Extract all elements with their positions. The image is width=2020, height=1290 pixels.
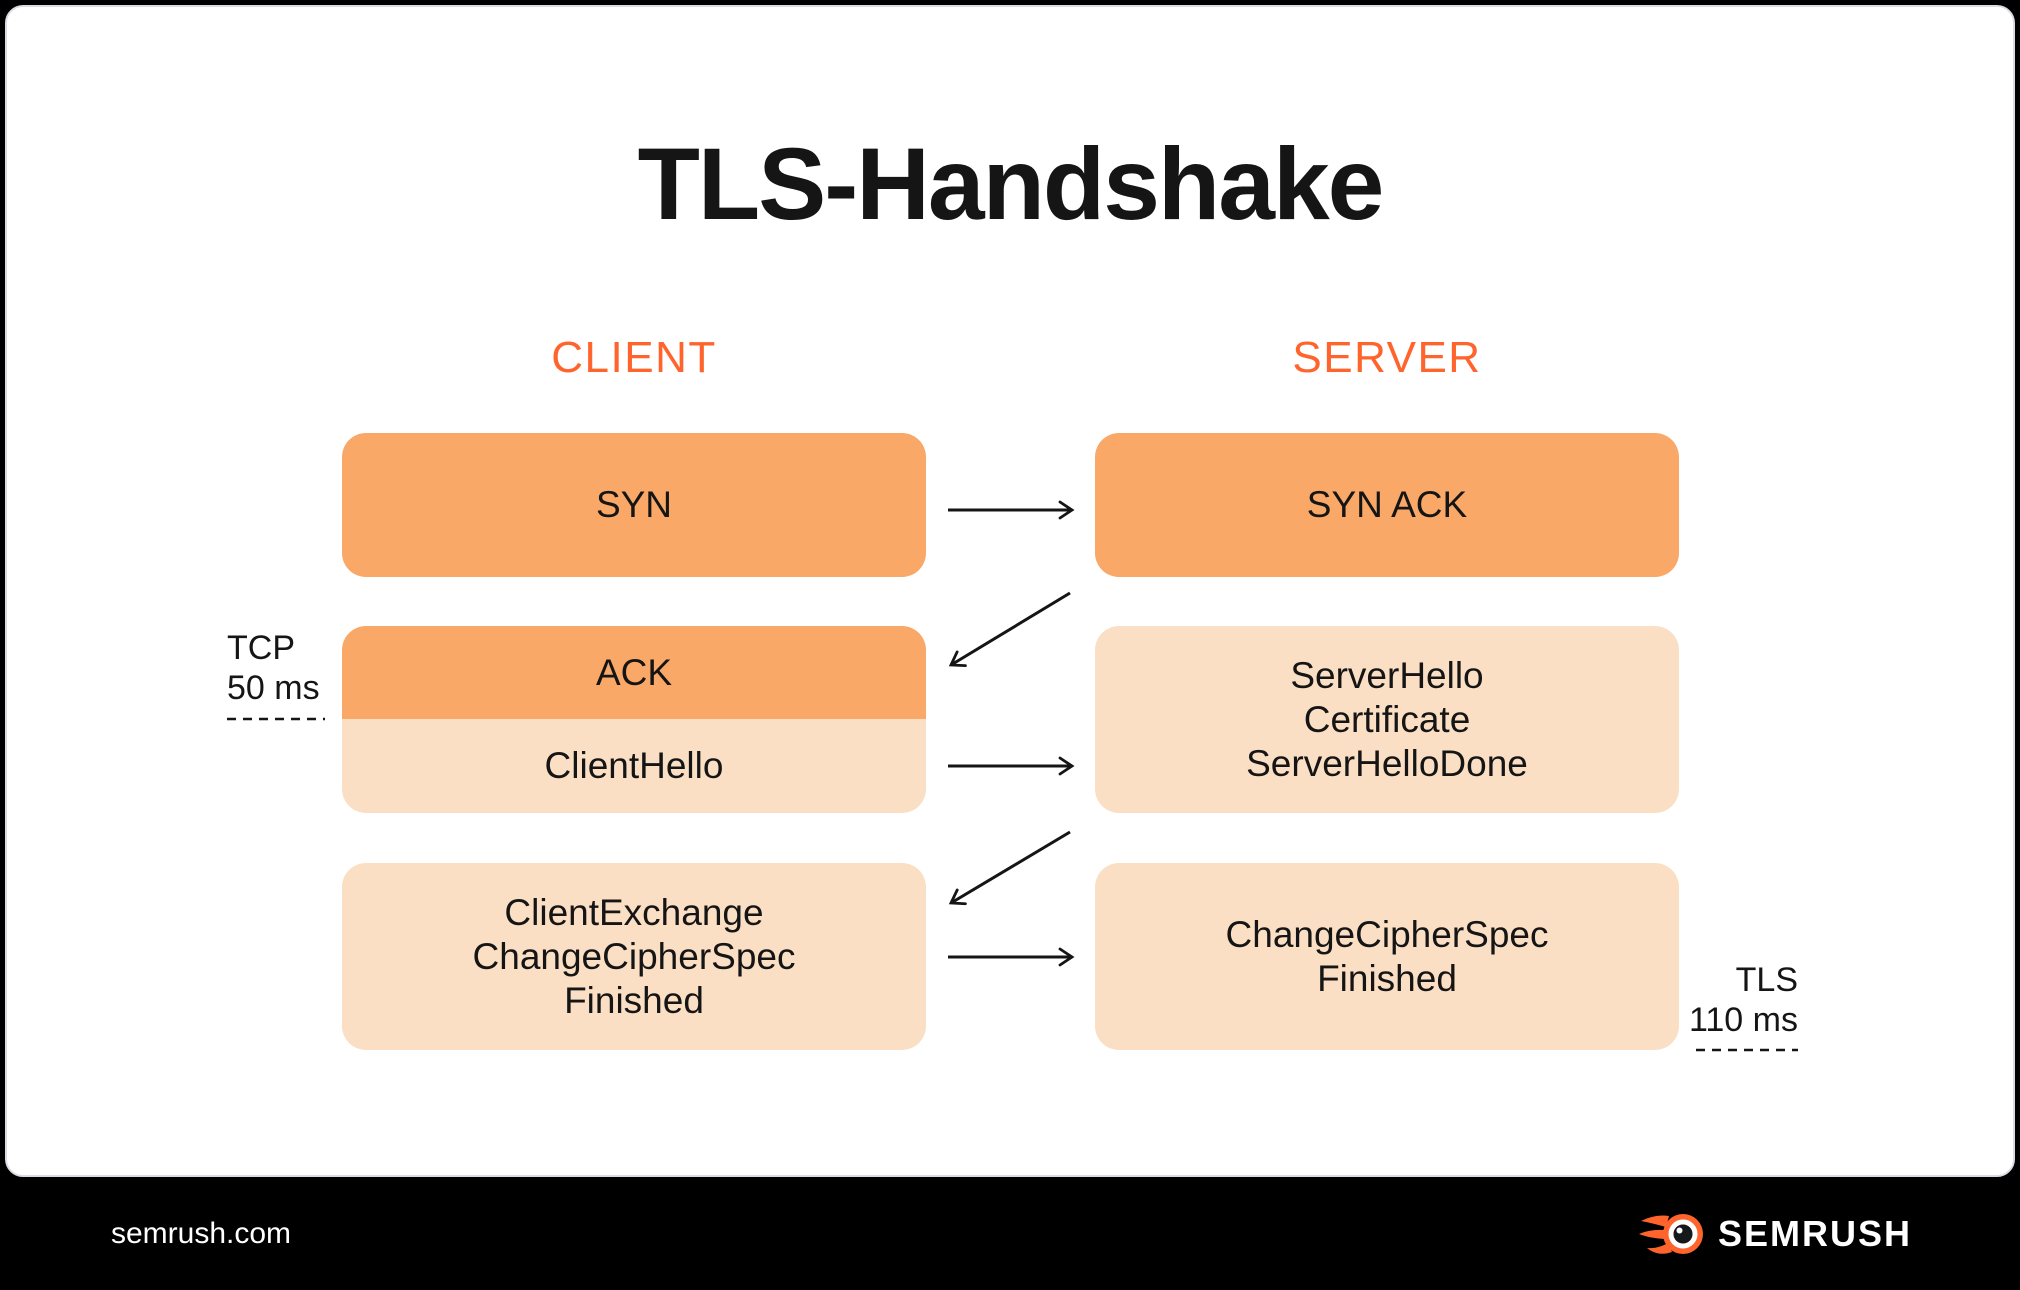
client-exchange-line-2: ChangeCipherSpec	[472, 935, 796, 977]
server-hello-line-2: Certificate	[1303, 698, 1471, 740]
page-title: TLS-Handshake	[637, 127, 1385, 241]
server-hello-line-3: ServerHelloDone	[1246, 742, 1528, 784]
tls-phase: TLS	[1735, 961, 1798, 999]
syn-box: SYN	[342, 433, 926, 577]
syn-label: SYN	[595, 484, 673, 525]
tls-time: 110 ms	[1689, 1001, 1798, 1039]
client-hello-label: ClientHello	[544, 745, 724, 786]
semrush-flame-icon	[1638, 1213, 1703, 1254]
syn-ack-box: SYN ACK	[1095, 433, 1679, 577]
server-hello-box: ServerHello Certificate ServerHelloDone	[1095, 626, 1679, 813]
client-exchange-box: ClientExchange ChangeCipherSpec Finished	[342, 863, 926, 1050]
tcp-time: 50 ms	[227, 669, 320, 707]
server-change-cipher-box: ChangeCipherSpec Finished	[1095, 863, 1679, 1050]
client-hello-box: ClientHello	[342, 719, 926, 813]
brand-logo: SEMRUSH	[1638, 1212, 1912, 1256]
tls-timing-label: TLS 110 ms	[1598, 960, 1798, 1040]
ack-box: ACK	[342, 626, 926, 719]
server-column-header: SERVER	[1292, 333, 1482, 382]
diagram-card	[5, 5, 2015, 1177]
server-hello-line-1: ServerHello	[1290, 654, 1484, 696]
tcp-timing-label: TCP 50 ms	[227, 628, 320, 708]
tcp-phase: TCP	[227, 629, 295, 667]
client-exchange-line-3: Finished	[564, 979, 704, 1021]
brand-wordmark: SEMRUSH	[1717, 1212, 1912, 1254]
client-exchange-line-1: ClientExchange	[504, 891, 764, 933]
server-change-cipher-line-1: ChangeCipherSpec	[1225, 913, 1549, 955]
server-change-cipher-line-2: Finished	[1317, 957, 1457, 999]
ack-label: ACK	[595, 651, 673, 693]
syn-ack-label: SYN ACK	[1306, 484, 1468, 525]
site-url: semrush.com	[111, 1216, 292, 1250]
client-column-header: CLIENT	[551, 333, 717, 382]
footer-bar: semrush.com SEMRUSH	[0, 1177, 2020, 1290]
